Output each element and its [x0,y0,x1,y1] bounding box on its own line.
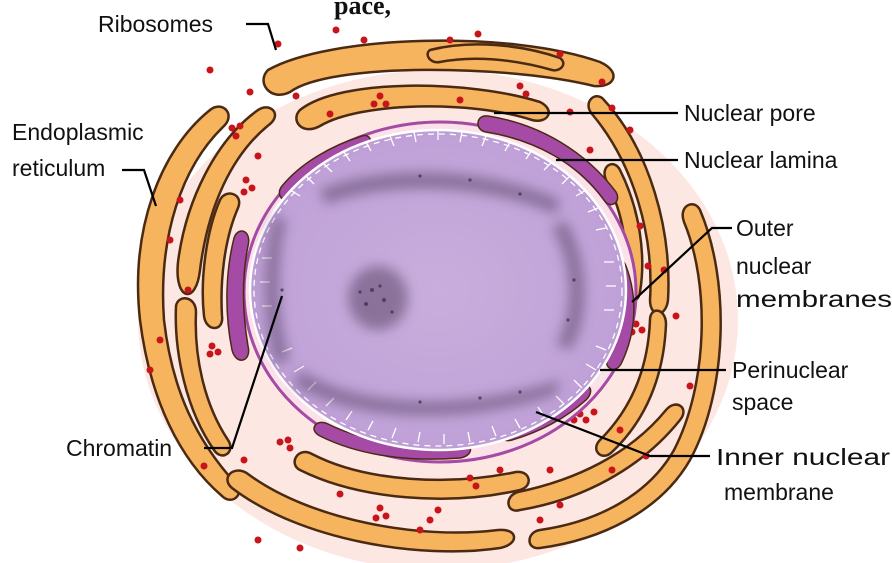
label-nuclear-lamina: Nuclear lamina [684,147,838,173]
label-inner-line1: Inner nuclear [716,444,890,470]
label-er-line1: Endoplasmic [12,119,144,145]
label-outer-line2: nuclear [736,253,812,279]
label-er-line2: reticulum [12,155,105,181]
label-ribosomes: Ribosomes [98,11,213,37]
label-outer-line1: Outer [736,215,794,241]
label-outer-line3: membranes [736,286,892,312]
label-nuclear-pore: Nuclear pore [684,100,816,126]
title-fragment: pace, [334,0,391,20]
label-chromatin: Chromatin [66,435,172,461]
label-inner-line2: membrane [724,479,834,505]
leader-ribosomes [246,24,276,50]
label-perinuclear-line1: Perinuclear [732,357,849,383]
label-perinuclear-line2: space [732,389,793,415]
